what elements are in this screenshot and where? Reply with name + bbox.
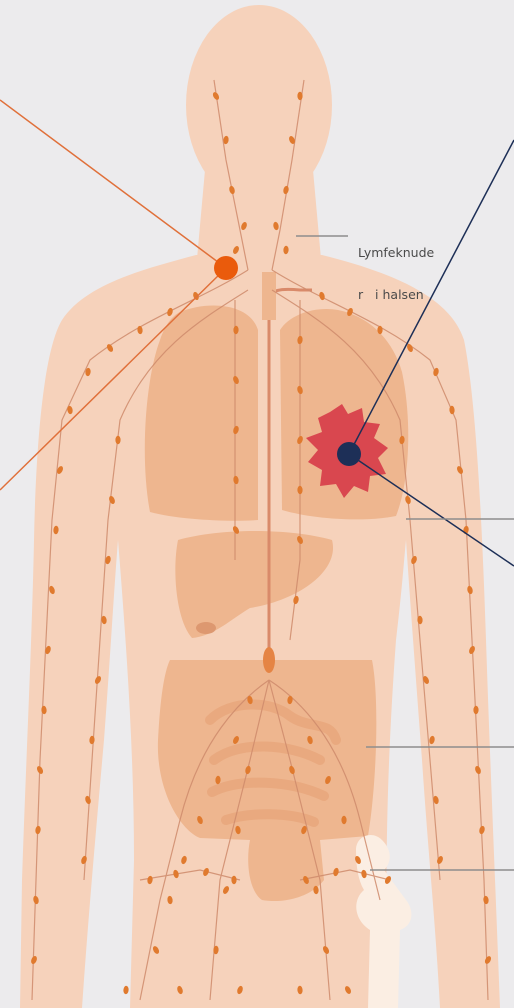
neck-lymph-nodes-label-line1: Lymfeknude: [358, 246, 434, 260]
trachea: [262, 272, 276, 320]
lymph-node: [123, 986, 129, 995]
spleen: [196, 622, 216, 634]
primary-tumor-marker-icon: [337, 442, 361, 466]
neck-lymph-nodes-label: Lymfeknude r i halsen: [358, 218, 434, 330]
lymph-node-metastasis-marker-icon: [214, 256, 238, 280]
neck-lymph-nodes-label-line2: r i halsen: [358, 288, 434, 302]
lymph-node: [231, 876, 236, 884]
cisterna-chyli: [263, 647, 275, 673]
lymph-node: [115, 436, 120, 444]
